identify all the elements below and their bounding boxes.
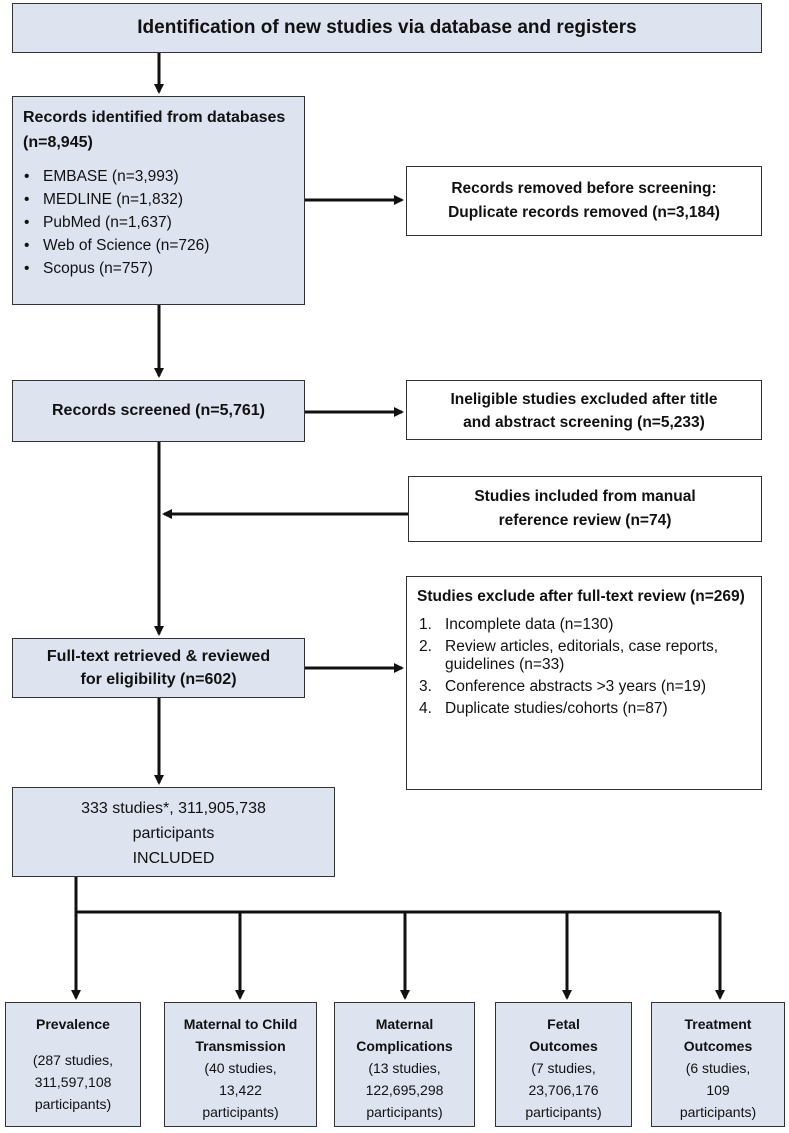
outcome-title: Complications bbox=[356, 1038, 453, 1054]
list-number: 3. bbox=[419, 678, 432, 695]
included-line1: 333 studies*, 311,905,738 bbox=[81, 800, 266, 817]
ineligible-excluded-box: Ineligible studies excluded after title … bbox=[406, 380, 762, 440]
ineligible-line2: and abstract screening (n=5,233) bbox=[463, 414, 705, 431]
outcome-title: Prevalence bbox=[36, 1016, 110, 1032]
outcome-detail: (287 studies, bbox=[32, 1052, 114, 1068]
outcome-title: Treatment bbox=[684, 1016, 752, 1032]
manual-review-box: Studies included from manual reference r… bbox=[408, 476, 762, 542]
outcome-box-mtct: Maternal to Child Transmission (40 studi… bbox=[164, 1002, 317, 1127]
outcome-detail: (13 studies, bbox=[368, 1060, 441, 1076]
outcome-box-maternal-complications: Maternal Complications (13 studies, 122,… bbox=[334, 1002, 475, 1127]
outcome-detail: 122,695,298 bbox=[365, 1082, 444, 1098]
fulltext-excluded-box: Studies exclude after full-text review (… bbox=[406, 576, 762, 790]
outcome-detail: (7 studies, bbox=[531, 1060, 596, 1076]
outcome-detail: (40 studies, bbox=[204, 1060, 277, 1076]
list-number: 4. bbox=[419, 700, 432, 717]
list-item: 2. Review articles, editorials, case repo… bbox=[417, 638, 751, 674]
outcome-detail: 311,597,108 bbox=[34, 1074, 112, 1090]
fulltext-reviewed-box: Full-text retrieved & reviewed for eligi… bbox=[12, 638, 305, 698]
outcome-detail: participants) bbox=[679, 1104, 757, 1120]
manual-line1: Studies included from manual bbox=[474, 488, 696, 505]
fulltext-line1: Full-text retrieved & reviewed bbox=[46, 648, 271, 665]
outcome-title: Fetal bbox=[547, 1016, 580, 1032]
list-item: EMBASE (n=3,993) bbox=[23, 165, 294, 188]
records-screened-box: Records screened (n=5,761) bbox=[12, 380, 305, 442]
outcome-detail: 109 bbox=[706, 1082, 730, 1098]
exclusion-reason-list: 1. Incomplete data (n=130) 2. Review artic… bbox=[417, 616, 751, 718]
list-item: 4. Duplicate studies/cohorts (n=87) bbox=[417, 700, 751, 718]
records-screened-text: Records screened (n=5,761) bbox=[52, 402, 265, 419]
outcome-detail: 13,422 bbox=[219, 1082, 262, 1098]
studies-included-box: 333 studies*, 311,905,738 participants I… bbox=[12, 787, 335, 877]
outcome-detail: participants) bbox=[525, 1104, 602, 1120]
outcome-detail: participants) bbox=[202, 1104, 279, 1120]
fulltext-line2: for eligibility (n=602) bbox=[80, 671, 237, 688]
fulltext-excluded-title: Studies exclude after full-text review (… bbox=[417, 588, 745, 605]
outcome-title: Outcomes bbox=[529, 1038, 598, 1054]
list-number: 1. bbox=[419, 616, 432, 633]
list-item: Web of Science (n=726) bbox=[23, 234, 294, 257]
list-item: MEDLINE (n=1,832) bbox=[23, 188, 294, 211]
outcome-box-fetal: Fetal Outcomes (7 studies, 23,706,176 pa… bbox=[495, 1002, 632, 1127]
list-text: Incomplete data (n=130) bbox=[445, 616, 614, 633]
list-text: Duplicate studies/cohorts (n=87) bbox=[445, 700, 668, 717]
manual-line2: reference review (n=74) bbox=[498, 512, 672, 529]
list-number: 2. bbox=[419, 638, 432, 655]
ineligible-line1: Ineligible studies excluded after title bbox=[450, 391, 718, 408]
records-removed-box: Records removed before screening: Duplic… bbox=[406, 166, 762, 236]
outcome-box-treatment: Treatment Outcomes (6 studies, 109 parti… bbox=[651, 1002, 785, 1127]
included-line3: INCLUDED bbox=[132, 850, 215, 867]
included-line2: participants bbox=[132, 825, 215, 842]
outcome-title: Maternal bbox=[375, 1016, 434, 1032]
records-removed-line2: Duplicate records removed (n=3,184) bbox=[448, 204, 720, 221]
outcome-detail: 23,706,176 bbox=[528, 1082, 599, 1098]
list-item: Scopus (n=757) bbox=[23, 257, 294, 280]
list-item: 3. Conference abstracts >3 years (n=19) bbox=[417, 678, 751, 696]
records-identified-title: Records identified from databases (n=8,9… bbox=[23, 109, 286, 151]
outcome-title: Outcomes bbox=[683, 1038, 753, 1054]
outcome-detail: participants) bbox=[366, 1104, 443, 1120]
records-identified-box: Records identified from databases (n=8,9… bbox=[12, 96, 305, 305]
list-text: Conference abstracts >3 years (n=19) bbox=[445, 678, 707, 695]
list-item: 1. Incomplete data (n=130) bbox=[417, 616, 751, 634]
header-title: Identification of new studies via databa… bbox=[137, 17, 637, 38]
outcome-title: Transmission bbox=[195, 1038, 286, 1054]
outcome-detail: participants) bbox=[34, 1096, 112, 1112]
outcome-title: Maternal to Child bbox=[183, 1016, 298, 1032]
list-item: PubMed (n=1,637) bbox=[23, 211, 294, 234]
records-removed-line1: Records removed before screening: bbox=[451, 180, 717, 197]
outcome-box-prevalence: Prevalence (287 studies, 311,597,108 par… bbox=[5, 1002, 141, 1127]
outcome-detail: (6 studies, bbox=[685, 1060, 751, 1076]
header-box: Identification of new studies via databa… bbox=[12, 3, 762, 53]
database-source-list: EMBASE (n=3,993) MEDLINE (n=1,832) PubMe… bbox=[23, 165, 294, 280]
list-text: Review articles, editorials, case report… bbox=[445, 638, 719, 673]
